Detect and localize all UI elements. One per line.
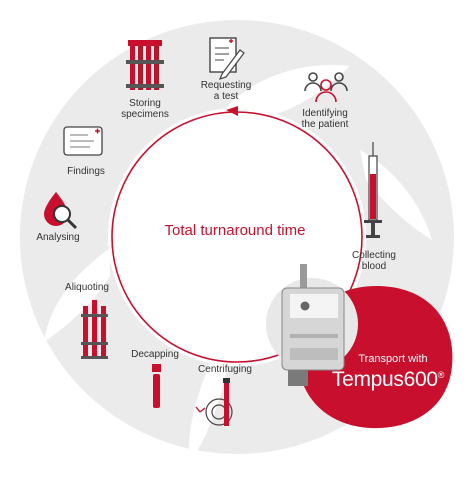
registered-mark: ® — [437, 370, 445, 380]
step-label-findings: Findings — [67, 166, 105, 177]
report-card-icon — [63, 126, 103, 156]
step-label-analysing: Analysing — [36, 232, 80, 243]
clipboard-pen-icon — [209, 37, 245, 80]
promo-drop — [432, 325, 448, 341]
tempus600-machine — [281, 264, 345, 386]
people-icon — [304, 72, 348, 103]
promo-tempus600: Tempus600® — [318, 368, 458, 392]
process-arrow-head — [226, 106, 238, 116]
tube-rack-icon — [126, 40, 164, 90]
step-label-decapping: Decapping — [131, 349, 179, 360]
total-turnaround-title: Total turnaround time — [164, 222, 306, 239]
magnifier-drop-icon — [44, 192, 78, 230]
centrifuge-icon — [195, 378, 233, 426]
swoosh-left — [44, 248, 110, 342]
swoosh-right — [360, 150, 432, 240]
step-label-centrifuging: Centrifuging — [198, 364, 252, 375]
step-label-collecting: Collecting blood — [352, 250, 396, 272]
swoosh-top — [226, 64, 350, 116]
step-label-identifying: Identifying the patient — [301, 108, 349, 130]
swoosh-bottom — [189, 362, 228, 462]
step-label-storing: Storing specimens — [121, 98, 169, 120]
step-label-aliquoting: Aliquoting — [65, 282, 109, 293]
aliquot-tubes-icon — [81, 300, 108, 359]
tube-icon — [152, 364, 161, 408]
promo-product-name: Tempus600 — [331, 368, 438, 391]
step-label-requesting: Requesting a test — [200, 80, 252, 102]
syringe-icon — [364, 142, 382, 238]
promo-transport-with: Transport with — [358, 353, 428, 365]
